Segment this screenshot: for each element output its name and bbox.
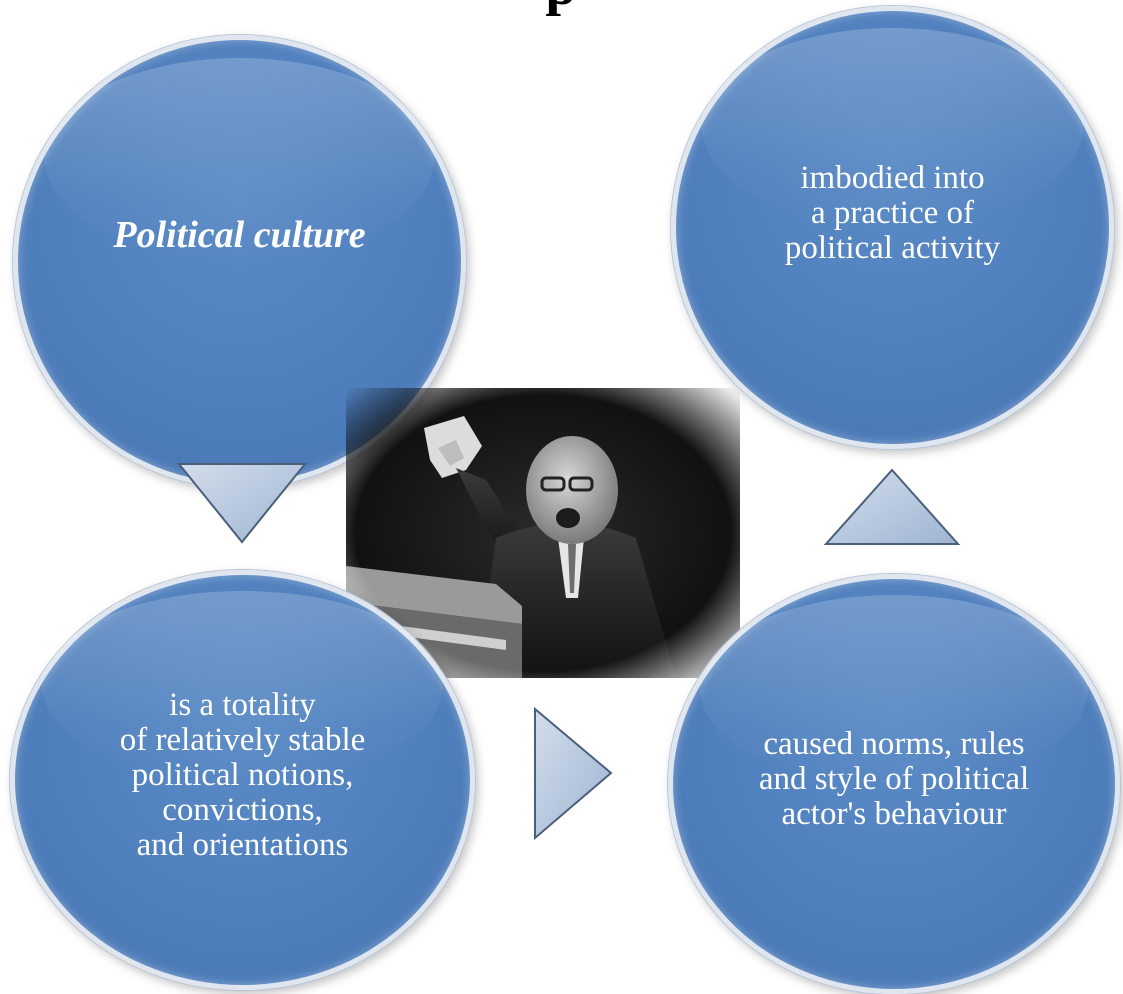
node-norms-and-rules: caused norms, rules and style of politic… — [668, 574, 1120, 994]
node-totality-of-notions: is a totality of relatively stable polit… — [10, 570, 475, 990]
node-label: is a totality of relatively stable polit… — [119, 686, 366, 863]
arrow-right-icon — [533, 706, 613, 841]
page-title: p — [496, 0, 626, 16]
node-label: Political culture — [113, 214, 366, 256]
node-label: caused norms, rules and style of politic… — [758, 725, 1030, 832]
arrow-down-icon — [176, 462, 308, 544]
node-practice-of-activity: imbodied into a practice of political ac… — [671, 6, 1114, 449]
node-label: imbodied into a practice of political ac… — [784, 160, 1001, 266]
arrow-up-icon — [823, 468, 961, 546]
photo-icon — [346, 388, 740, 678]
